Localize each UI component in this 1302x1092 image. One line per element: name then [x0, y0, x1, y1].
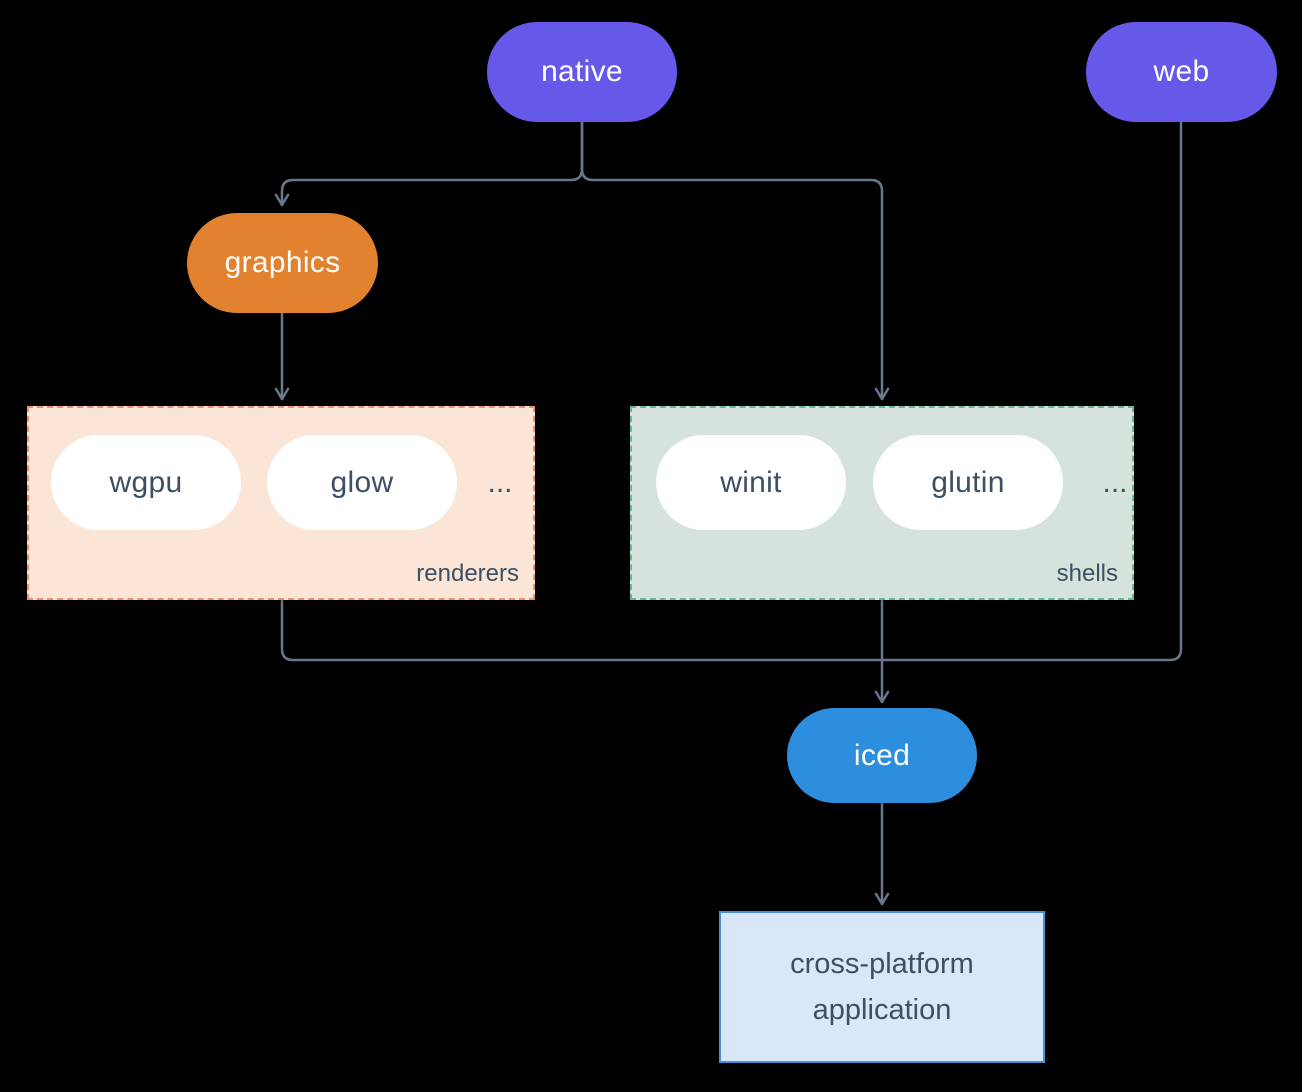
iced-node-label: iced: [853, 738, 911, 772]
wgpu-node: wgpu: [51, 435, 241, 530]
winit-node: winit: [656, 435, 846, 530]
graphics-node-label: graphics: [224, 246, 341, 279]
glow-node-label: glow: [330, 465, 394, 499]
renderers-group: wgpu glow ... renderers: [27, 406, 535, 600]
shells-group-label: shells: [1056, 560, 1118, 587]
application-node-label: cross-platform application: [790, 947, 974, 1026]
renderers-ellipsis: ...: [487, 465, 513, 499]
glutin-node: glutin: [873, 435, 1063, 530]
edge-native-shells: [580, 120, 890, 401]
web-node-label: web: [1153, 55, 1210, 88]
wgpu-node-label: wgpu: [109, 465, 183, 499]
renderers-group-label: renderers: [416, 560, 519, 587]
shells-group: winit glutin ... shells: [630, 406, 1134, 600]
glow-node: glow: [267, 435, 457, 530]
native-node: native: [487, 22, 677, 122]
edge-renderers-merge: [280, 599, 884, 662]
application-node: cross-platform application: [719, 911, 1045, 1063]
glutin-node-label: glutin: [931, 465, 1005, 499]
graphics-node: graphics: [187, 213, 378, 313]
web-node: web: [1086, 22, 1277, 122]
iced-node: iced: [787, 708, 977, 803]
native-node-label: native: [541, 55, 623, 88]
winit-node-label: winit: [720, 465, 782, 499]
shells-ellipsis: ...: [1102, 465, 1128, 499]
edge-native-graphics: [274, 120, 584, 207]
